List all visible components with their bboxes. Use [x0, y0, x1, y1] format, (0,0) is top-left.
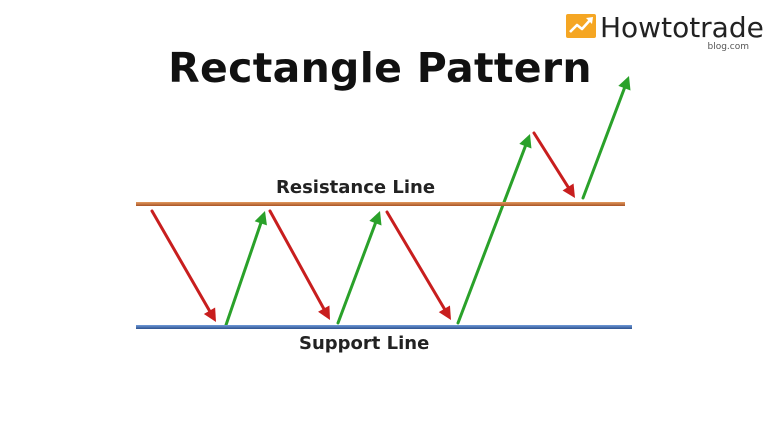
- up-arrow-6: [456, 134, 532, 325]
- up-arrow-8: [581, 76, 631, 200]
- support-line: [136, 325, 632, 329]
- rising-trend-icon: [566, 14, 596, 38]
- resistance-line-label: Resistance Line: [276, 177, 436, 198]
- logo-domain: blog.com: [707, 42, 749, 52]
- diagram-title: Rectangle Pattern: [168, 44, 592, 92]
- support-line-label: Support Line: [299, 333, 430, 354]
- down-arrow-1: [150, 209, 216, 322]
- logo-wordmark: Howtotrade: [600, 11, 764, 44]
- price-movement-arrows: [150, 76, 631, 327]
- down-arrow-3: [268, 209, 330, 320]
- up-arrow-4: [336, 211, 382, 325]
- up-arrow-2: [224, 211, 267, 327]
- howtotrade-logo: Howtotrade blog.com: [566, 8, 766, 52]
- down-arrow-5: [385, 210, 451, 320]
- down-arrow-7: [532, 131, 575, 198]
- resistance-line: [136, 202, 625, 206]
